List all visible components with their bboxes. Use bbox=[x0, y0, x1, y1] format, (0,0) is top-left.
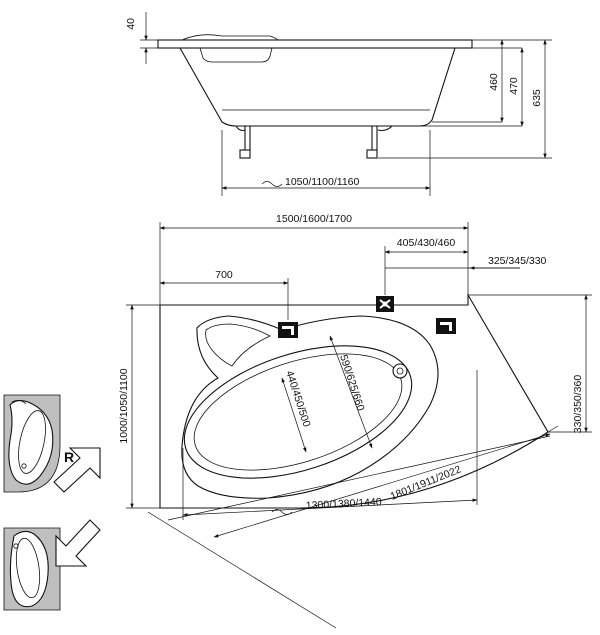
variant-left-letter: L bbox=[62, 547, 71, 563]
inner-width-b-label: 590/625/660 bbox=[337, 353, 367, 412]
base-width-label: 1050/1100/1160 bbox=[285, 176, 360, 188]
variant-left: L bbox=[3, 519, 101, 611]
side-view-headrest bbox=[199, 47, 273, 63]
top-view: 1500/1600/1700 405/430/460 325/345/330 7… bbox=[118, 213, 592, 629]
total-height-label: 635 bbox=[531, 89, 543, 107]
mixer-icon bbox=[376, 296, 394, 312]
tap-offset-label: 405/430/460 bbox=[397, 237, 456, 249]
rim-thickness-label: 40 bbox=[125, 18, 137, 30]
side-view-legs bbox=[235, 125, 393, 159]
faucet-icon bbox=[278, 322, 298, 338]
width-label: 1000/1050/1100 bbox=[118, 368, 130, 443]
variant-right: R bbox=[3, 394, 101, 493]
faucet-icon bbox=[436, 318, 456, 334]
variant-right-letter: R bbox=[64, 449, 74, 465]
length-label: 1500/1600/1700 bbox=[276, 213, 352, 225]
inner-length-label: 1300/1380/1440 bbox=[306, 496, 383, 512]
inner-width-a-label: 440/450/500 bbox=[283, 369, 313, 428]
depth-outer-label: 470 bbox=[508, 77, 520, 95]
corner-offset-label: 325/345/330 bbox=[488, 255, 547, 267]
depth-inner-label: 460 bbox=[488, 73, 500, 91]
side-view: 40 460 470 635 1050/1100/1160 bbox=[125, 12, 552, 196]
drain-icon bbox=[392, 363, 408, 379]
right-side-label: 330/350/360 bbox=[572, 375, 584, 434]
side-view-tub-body bbox=[179, 47, 456, 127]
top-view-basin bbox=[181, 315, 439, 499]
side-view-rim bbox=[157, 39, 473, 49]
left-offset-label: 700 bbox=[215, 269, 233, 281]
